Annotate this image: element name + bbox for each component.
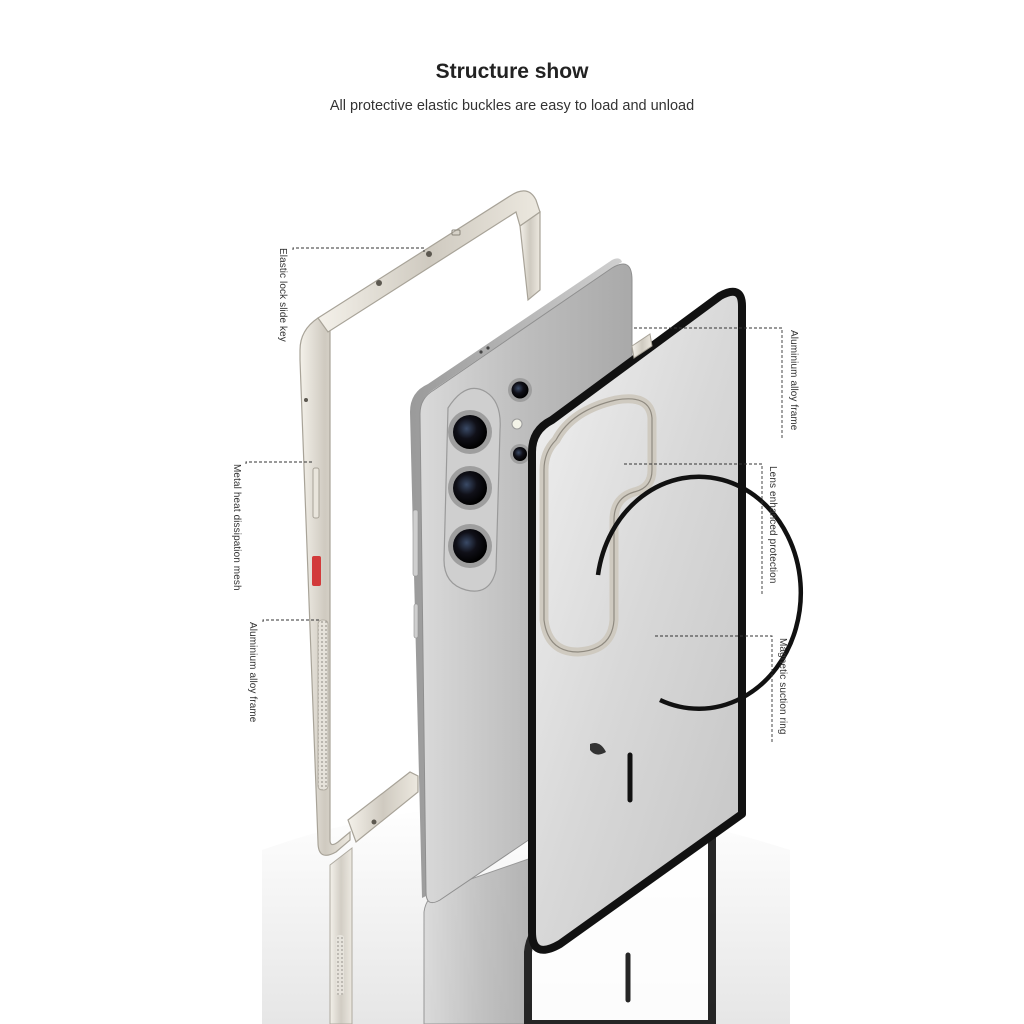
callout-frame-right: Aluminium alloy frame: [788, 330, 799, 431]
callout-frame-left: Aluminium alloy frame: [247, 622, 258, 723]
case-back-panel: [528, 287, 804, 954]
elastic-lock-key: [451, 229, 461, 236]
aluminium-frame: [299, 190, 541, 856]
screw-icon: [426, 251, 432, 257]
callout-elastic-lock: Elastic lock slide key: [277, 248, 288, 342]
callout-heat-mesh: Metal heat dissipation mesh: [231, 464, 242, 591]
callout-magnetic-ring: Magnetic suction ring: [777, 638, 788, 735]
callout-lens-protection: Lens enhanced protection: [767, 466, 778, 584]
flash-icon: [511, 418, 523, 430]
heat-dissipation-mesh: [317, 619, 329, 791]
red-accent-button: [312, 556, 321, 586]
side-button: [312, 467, 320, 519]
magnetic-ring-icon: [595, 474, 804, 711]
page-title: Structure show: [435, 60, 589, 83]
page-subtitle: All protective elastic buckles are easy …: [329, 98, 695, 114]
callout-lines: [245, 247, 783, 742]
